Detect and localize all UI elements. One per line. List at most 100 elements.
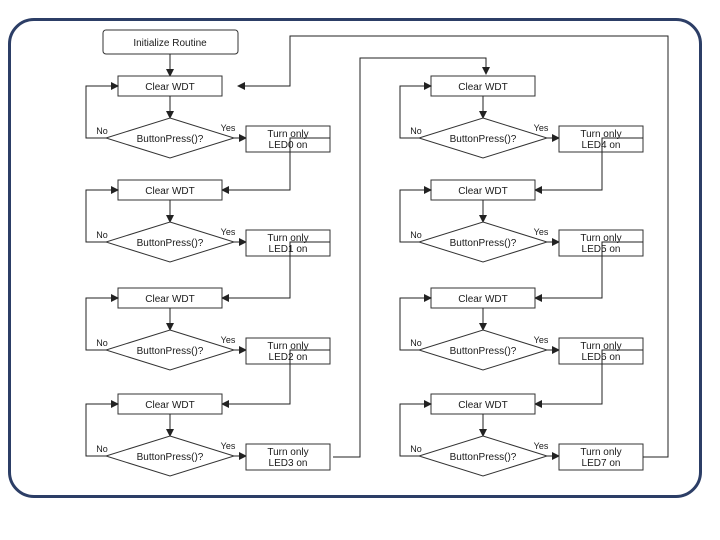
decision-label: ButtonPress()? xyxy=(137,134,204,145)
yes-label: Yes xyxy=(534,441,549,451)
no-label: No xyxy=(96,338,108,348)
decision-label: ButtonPress()? xyxy=(450,452,517,463)
decision-label: ButtonPress()? xyxy=(450,238,517,249)
no-loop-arrow xyxy=(85,400,119,457)
action-label-top: Turn only xyxy=(267,447,308,458)
clear-wdt-label: Clear WDT xyxy=(145,186,194,197)
action-label-top: Turn only xyxy=(580,129,621,140)
decision-diamond: ButtonPress()? xyxy=(104,435,236,477)
no-loop-arrow xyxy=(399,82,432,139)
stage-3: Clear WDT ButtonPress()? Yes No Turn onlyLED… xyxy=(85,393,331,477)
action-label-top: Turn only xyxy=(267,129,308,140)
decision-diamond: ButtonPress()? xyxy=(417,117,549,159)
action-label-led: LED6 on xyxy=(582,352,621,363)
action-label-led: LED2 on xyxy=(269,352,308,363)
action-label-led: LED4 on xyxy=(582,140,621,151)
clear-wdt-box: Clear WDT xyxy=(117,179,223,201)
decision-diamond: ButtonPress()? xyxy=(104,329,236,371)
stage-0: Clear WDT ButtonPress()? Yes No Turn onlyLED… xyxy=(85,75,331,194)
decision-label: ButtonPress()? xyxy=(137,238,204,249)
yes-label: Yes xyxy=(534,335,549,345)
next-stage-arrow xyxy=(534,137,643,194)
decision-diamond: ButtonPress()? xyxy=(417,221,549,263)
action-label-top: Turn only xyxy=(267,341,308,352)
stage-5: Clear WDT ButtonPress()? Yes No Turn onlyLED… xyxy=(399,179,644,302)
action-label-top: Turn only xyxy=(580,447,621,458)
yes-label: Yes xyxy=(221,335,236,345)
slide-frame xyxy=(8,18,702,498)
clear-wdt-label: Clear WDT xyxy=(145,294,194,305)
yes-label: Yes xyxy=(221,441,236,451)
yes-label: Yes xyxy=(534,123,549,133)
next-stage-arrow xyxy=(221,137,330,194)
action-label-led: LED7 on xyxy=(582,458,621,469)
no-loop-arrow xyxy=(399,186,432,243)
clear-wdt-box: Clear WDT xyxy=(430,179,536,201)
action-label-led: LED3 on xyxy=(269,458,308,469)
no-loop-arrow xyxy=(85,82,119,139)
stage-6: Clear WDT ButtonPress()? Yes No Turn onlyLED… xyxy=(399,287,644,408)
action-label-led: LED1 on xyxy=(269,244,308,255)
clear-wdt-label: Clear WDT xyxy=(145,400,194,411)
yes-label: Yes xyxy=(221,123,236,133)
clear-wdt-label: Clear WDT xyxy=(458,400,507,411)
stage-1: Clear WDT ButtonPress()? Yes No Turn onlyLED… xyxy=(85,179,331,302)
yes-label: Yes xyxy=(534,227,549,237)
clear-wdt-box: Clear WDT xyxy=(117,75,223,97)
action-label-top: Turn only xyxy=(580,341,621,352)
stage-7: Clear WDT ButtonPress()? Yes No Turn onlyLED… xyxy=(399,393,644,477)
clear-wdt-box: Clear WDT xyxy=(117,393,223,415)
no-label: No xyxy=(410,126,422,136)
start-label: Initialize Routine xyxy=(133,38,207,49)
next-stage-arrow xyxy=(534,349,643,408)
stage-4: Clear WDT ButtonPress()? Yes No Turn onlyLED… xyxy=(399,75,644,194)
clear-wdt-label: Clear WDT xyxy=(458,294,507,305)
action-label-top: Turn only xyxy=(580,233,621,244)
no-loop-arrow xyxy=(399,400,432,457)
no-label: No xyxy=(410,230,422,240)
start-node: Initialize Routine xyxy=(102,29,239,55)
decision-label: ButtonPress()? xyxy=(137,346,204,357)
loop-back-arrow xyxy=(237,35,669,458)
decision-label: ButtonPress()? xyxy=(450,134,517,145)
column-connector-arrow xyxy=(333,57,490,458)
no-label: No xyxy=(96,126,108,136)
no-loop-arrow xyxy=(85,294,119,351)
clear-wdt-box: Clear WDT xyxy=(117,287,223,309)
clear-wdt-box: Clear WDT xyxy=(430,393,536,415)
decision-diamond: ButtonPress()? xyxy=(104,221,236,263)
decision-label: ButtonPress()? xyxy=(450,346,517,357)
stage-2: Clear WDT ButtonPress()? Yes No Turn onlyLED… xyxy=(85,287,331,408)
no-loop-arrow xyxy=(85,186,119,243)
action-label-led: LED0 on xyxy=(269,140,308,151)
action-label-top: Turn only xyxy=(267,233,308,244)
clear-wdt-label: Clear WDT xyxy=(458,186,507,197)
next-stage-arrow xyxy=(534,241,643,302)
action-label-led: LED5 on xyxy=(582,244,621,255)
decision-diamond: ButtonPress()? xyxy=(417,329,549,371)
decision-label: ButtonPress()? xyxy=(137,452,204,463)
clear-wdt-label: Clear WDT xyxy=(458,82,507,93)
yes-label: Yes xyxy=(221,227,236,237)
clear-wdt-box: Clear WDT xyxy=(430,75,536,97)
decision-diamond: ButtonPress()? xyxy=(417,435,549,477)
next-stage-arrow xyxy=(221,241,330,302)
clear-wdt-box: Clear WDT xyxy=(430,287,536,309)
no-label: No xyxy=(410,338,422,348)
next-stage-arrow xyxy=(221,349,330,408)
clear-wdt-label: Clear WDT xyxy=(145,82,194,93)
decision-diamond: ButtonPress()? xyxy=(104,117,236,159)
no-label: No xyxy=(410,444,422,454)
no-label: No xyxy=(96,444,108,454)
no-label: No xyxy=(96,230,108,240)
